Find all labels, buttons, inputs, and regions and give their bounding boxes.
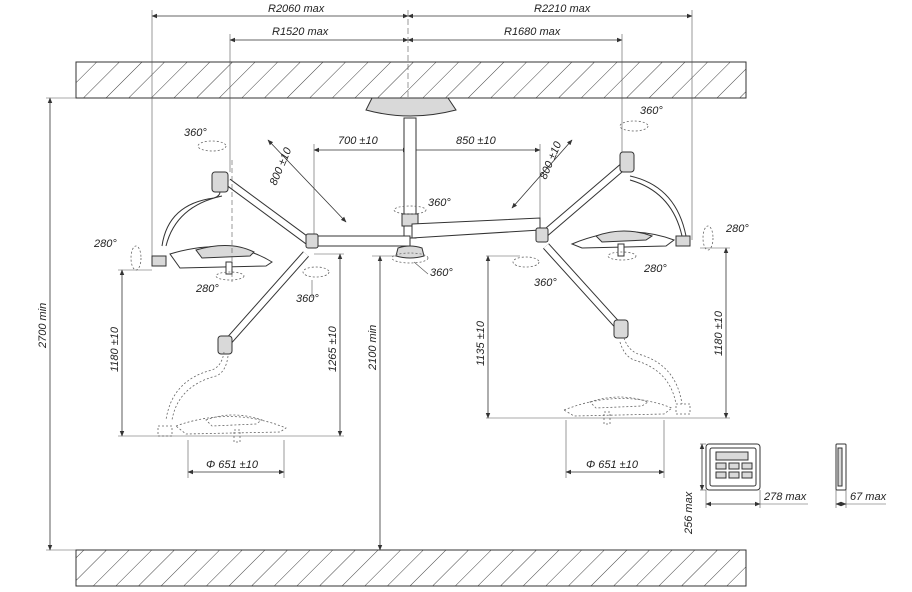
- left-lower-spring-arm: [165, 251, 309, 421]
- right-upper-light-head[interactable]: [570, 230, 691, 257]
- control-panel-depth-label: 67 max: [850, 491, 887, 503]
- left-head-diameter-dimension: [187, 440, 285, 478]
- arm-left-label: R1520 max: [272, 26, 329, 38]
- floor-slab: [75, 549, 747, 587]
- left-inner-stroke-label: 1265 ±10: [327, 325, 339, 372]
- spring-arm-dimension-lines: [267, 139, 573, 223]
- left-top-rotation-ring: [197, 140, 227, 152]
- right-inner-stroke-label: 1135 ±10: [475, 320, 487, 366]
- right-joint-rotation-ring: [512, 256, 540, 268]
- central-height-label: 2100 min: [367, 325, 379, 371]
- offset-left-label: 700 ±10: [338, 135, 379, 147]
- ceiling-height-label: 2700 min: [37, 303, 49, 349]
- right-head-diameter-dimension: [565, 420, 665, 478]
- control-panel-width-label: 278 max: [763, 491, 807, 503]
- right-upper-spring-arm: [535, 151, 687, 243]
- reach-dimension-lines: [151, 10, 693, 262]
- right-side-rotation-ring: [702, 225, 714, 251]
- head-diameter-left-label: Φ 651 ±10: [206, 459, 259, 471]
- left-top-rotation: 360°: [184, 127, 207, 139]
- control-panel-front: [699, 443, 808, 508]
- ceiling-mount: [365, 97, 457, 239]
- left-bottom-rotation-ring: [215, 271, 245, 281]
- right-bottom-rotation-ring: [607, 251, 637, 261]
- left-joint-rotation-ring: [302, 266, 330, 278]
- right-bottom-rotation: 280°: [643, 263, 667, 275]
- left-upper-light-head[interactable]: [151, 160, 273, 282]
- left-upper-spring-arm: [161, 171, 319, 249]
- right-side-rotation: 280°: [725, 223, 749, 235]
- head-diameter-right-label: Φ 651 ±10: [586, 459, 639, 471]
- control-panel-side: [835, 443, 886, 508]
- ceiling-slab: [75, 61, 747, 99]
- left-bottom-rotation: 280°: [195, 283, 219, 295]
- offset-right-label: 850 ±10: [456, 135, 497, 147]
- right-vertical-dimensions: [485, 247, 730, 419]
- left-vertical-dimensions: [46, 97, 398, 551]
- right-lower-light-head[interactable]: [563, 396, 691, 425]
- left-stroke-label: 1180 ±10: [109, 326, 121, 372]
- center-bottom-rotation: 360°: [430, 267, 453, 279]
- right-top-rotation: 360°: [640, 105, 663, 117]
- left-side-rotation: 280°: [93, 238, 117, 250]
- right-stroke-label: 1180 ±10: [713, 310, 725, 356]
- reach-left-label: R2060 max: [268, 3, 325, 15]
- right-joint-rotation: 360°: [534, 277, 557, 289]
- spring-arm-right-label: 800 ±10: [538, 139, 565, 181]
- reach-right-label: R2210 max: [534, 3, 591, 15]
- spring-arm-left-label: 800 ±10: [268, 145, 295, 187]
- right-lower-spring-arm: [543, 243, 683, 405]
- arm-right-label: R1680 max: [504, 26, 561, 38]
- left-lower-light-head[interactable]: [157, 414, 287, 443]
- center-top-rotation: 360°: [428, 197, 451, 209]
- right-top-rotation-ring: [619, 120, 649, 132]
- left-side-rotation-ring: [130, 245, 142, 271]
- control-panel-height-label: 256 max: [683, 491, 695, 535]
- left-joint-rotation: 360°: [296, 293, 319, 305]
